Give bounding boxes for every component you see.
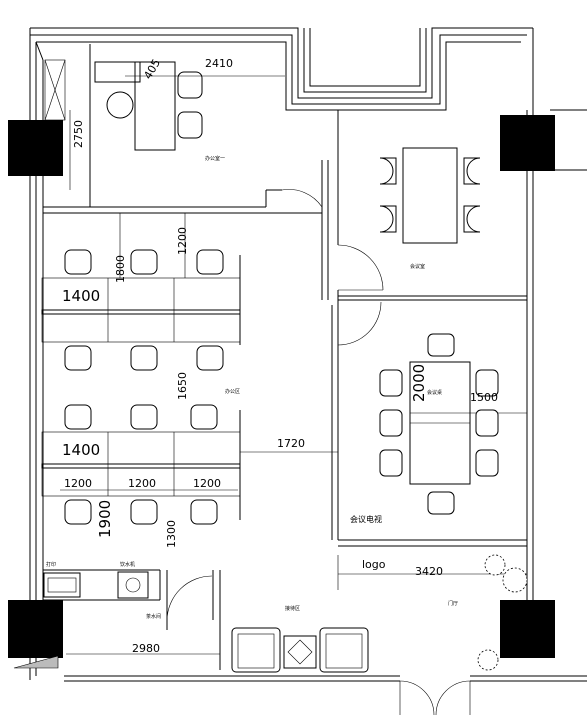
label-meeting-room: 会议室 [410,263,425,270]
guest-chair [177,111,203,139]
side-cabinet [94,61,141,83]
lobby: logo 3420 接待区 门厅 [231,554,528,716]
dim-1400-b: 1400 [62,441,100,459]
pantry: 打印 饮水机 茶水间 2980 [43,561,221,670]
dim-1200-top: 1200 [176,227,189,255]
label-pantry: 茶水间 [146,613,161,620]
label-office-1: 办公室一 [205,155,225,162]
column [8,600,63,658]
dim-1500: 1500 [470,391,498,404]
dim-1800: 1800 [114,255,127,283]
dim-2750: 2750 [72,120,85,148]
column-hatch [13,655,59,669]
workstations: 1200 1800 1400 1650 1400 1720 1200 1200 … [41,212,338,548]
label-copier: 打印 [46,561,56,568]
label-water: 饮水机 [120,561,135,568]
dim-2000: 2000 [410,364,428,402]
meeting-room: 会议室 [337,110,527,301]
office-1: 2410 405 2750 办公室一 [43,44,329,300]
label-logo: logo [362,558,386,571]
label-meeting-tv: 会议电视 [350,514,382,524]
dim-2410: 2410 [205,57,233,70]
label-conf-table: 会议桌 [427,389,442,396]
copier [43,572,81,598]
meeting-table [402,147,458,244]
label-lounge: 接待区 [285,605,300,612]
guest-chair [177,71,203,99]
dim-1200-b: 1200 [128,477,156,490]
sofa [319,627,369,673]
column [500,600,555,658]
column [8,120,63,176]
dim-1650: 1650 [176,372,189,400]
executive-desk [134,61,176,151]
plant [477,554,528,671]
label-office-area: 办公区 [225,388,240,395]
meeting-chairs [379,157,481,233]
sink [117,571,149,599]
column [500,115,555,171]
office-chair [106,91,134,119]
label-hall: 门厅 [448,600,458,607]
dim-1900: 1900 [96,500,114,538]
dim-1400-a: 1400 [62,287,100,305]
dim-2980: 2980 [132,642,160,655]
conference-room: 2000 1500 会议桌 会议电视 [331,300,527,547]
coffee-table [283,635,317,669]
dim-1200-a: 1200 [64,477,92,490]
dim-1200-c: 1200 [193,477,221,490]
dim-1300: 1300 [165,520,178,548]
sofa [231,627,281,673]
dim-405: 405 [141,57,163,82]
dim-1720: 1720 [277,437,305,450]
dim-3420: 3420 [415,565,443,578]
